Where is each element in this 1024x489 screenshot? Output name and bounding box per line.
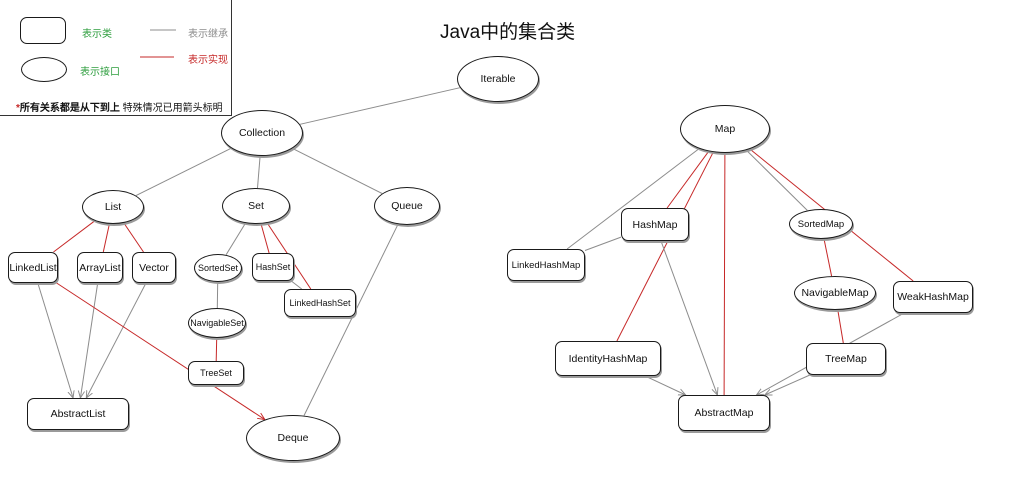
edge-queue-to-collection (292, 147, 383, 194)
edge-linkedhashmap-to-hashmap (584, 236, 622, 251)
map-node: Map (680, 105, 770, 153)
abstractmap-node: AbstractMap (678, 395, 770, 431)
edge-linkedhashmap-to-map (566, 148, 700, 250)
hashmap-node: HashMap (621, 208, 689, 241)
edge-arraylist-to-list (102, 223, 110, 253)
edge-treemap-to-abstractmap (765, 374, 811, 395)
edge-collection-to-iterable (299, 87, 461, 125)
edge-treemap-to-navigablemap (837, 309, 844, 344)
hashset-node: HashSet (252, 253, 294, 281)
treeset-node: TreeSet (188, 361, 244, 385)
vector-node: Vector (132, 252, 176, 283)
legend-class-shape (20, 17, 66, 44)
edge-sortedset-to-set (225, 222, 246, 256)
edge-vector-to-abstractlist (86, 282, 147, 398)
edge-linkedhashset-to-hashset (290, 280, 303, 290)
deque-node: Deque (246, 415, 340, 461)
edge-hashmap-to-map (666, 151, 710, 209)
queue-node: Queue (374, 187, 440, 225)
navigableset-node: NavigableSet (188, 308, 246, 338)
linkedhashset-node: LinkedHashSet (284, 289, 356, 317)
edge-deque-to-queue (303, 224, 399, 416)
edge-linkedlist-to-deque (56, 282, 265, 420)
legend-note-star: * (16, 103, 20, 114)
edge-sortedmap-to-map (745, 149, 808, 211)
edge-identityhashmap-to-abstractmap (644, 375, 686, 395)
edge-vector-to-list (123, 222, 144, 253)
diagram-title: Java中的集合类 (440, 22, 576, 43)
edge-linkedlist-to-abstractlist (37, 282, 73, 398)
legend-class-label: 表示类 (82, 29, 112, 40)
legend-implement-label: 表示实现 (188, 55, 228, 66)
sortedmap-node: SortedMap (789, 209, 853, 239)
edge-linkedlist-to-list (53, 220, 96, 253)
arraylist-node: ArrayList (77, 252, 123, 283)
collection-node: Collection (221, 110, 303, 156)
abstractlist-node: AbstractList (27, 398, 129, 430)
list-node: List (82, 190, 144, 224)
iterable-node: Iterable (457, 56, 539, 102)
edge-set-to-collection (257, 155, 261, 189)
edge-abstractmap-to-map (723, 152, 726, 396)
legend-note-bold: 所有关系都是从下到上 (19, 103, 120, 114)
linkedlist-node: LinkedList (8, 252, 58, 283)
navigablemap-node: NavigableMap (794, 276, 876, 310)
edge-treeset-to-navigableset (215, 337, 218, 362)
legend-interface-shape (21, 57, 67, 82)
legend-inherit-label: 表示继承 (188, 29, 228, 40)
set-node: Set (222, 188, 290, 224)
edge-identityhashmap-to-map (616, 151, 714, 342)
edge-navigablemap-to-sortedmap (823, 238, 833, 277)
edge-hashmap-to-abstractmap (660, 240, 717, 395)
legend-border-bottom (0, 115, 232, 116)
sortedset-node: SortedSet (194, 254, 242, 282)
edge-arraylist-to-abstractlist (80, 282, 99, 398)
edge-list-to-collection (135, 147, 232, 197)
legend-interface-label: 表示接口 (80, 67, 120, 78)
weakhashmap-node: WeakHashMap (893, 281, 973, 313)
linkedhashmap-node: LinkedHashMap (507, 249, 585, 281)
legend-note: *所有关系都是从下到上 特殊情况已用箭头标明 (16, 99, 223, 114)
edge-hashset-to-set (260, 223, 270, 254)
identityhashmap-node: IdentityHashMap (555, 341, 661, 376)
legend-note-rest: 特殊情况已用箭头标明 (119, 103, 223, 114)
treemap-node: TreeMap (806, 343, 886, 375)
legend-border-right (231, 0, 232, 115)
